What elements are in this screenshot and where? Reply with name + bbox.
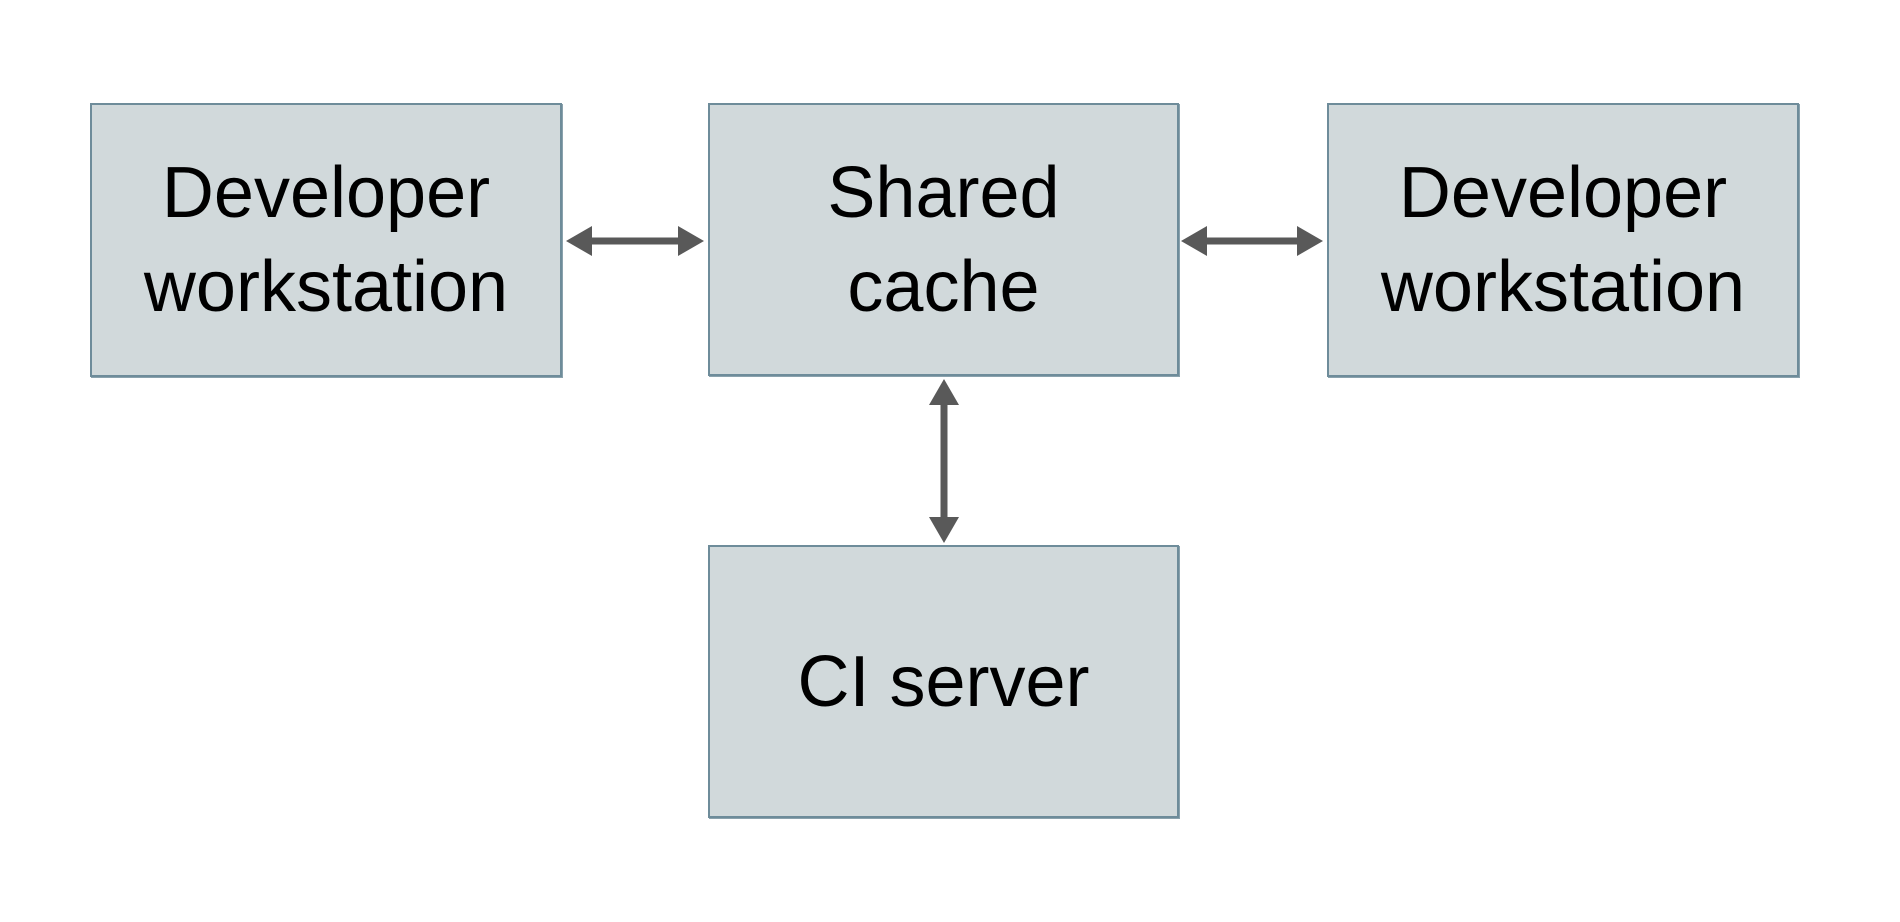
node-label-line: Developer [1398, 153, 1728, 233]
node-label-line: Shared [827, 152, 1060, 233]
node-developer-workstation-left: Developer workstation [90, 103, 562, 377]
node-label-line: cache [847, 246, 1040, 327]
node-label-line: workstation [1380, 247, 1746, 327]
node-label-line: workstation [143, 247, 509, 327]
node-ci-server: CI server [708, 545, 1179, 818]
edge-shared-cache-ci-server [929, 379, 959, 543]
node-label-line: CI server [797, 641, 1090, 722]
node-developer-workstation-right: Developer workstation [1327, 103, 1799, 377]
node-shared-cache: Shared cache [708, 103, 1179, 376]
edge-shared-cache-workstation-right [1181, 226, 1323, 256]
edge-workstation-left-shared-cache [566, 226, 704, 256]
node-label-line: Developer [161, 153, 491, 233]
